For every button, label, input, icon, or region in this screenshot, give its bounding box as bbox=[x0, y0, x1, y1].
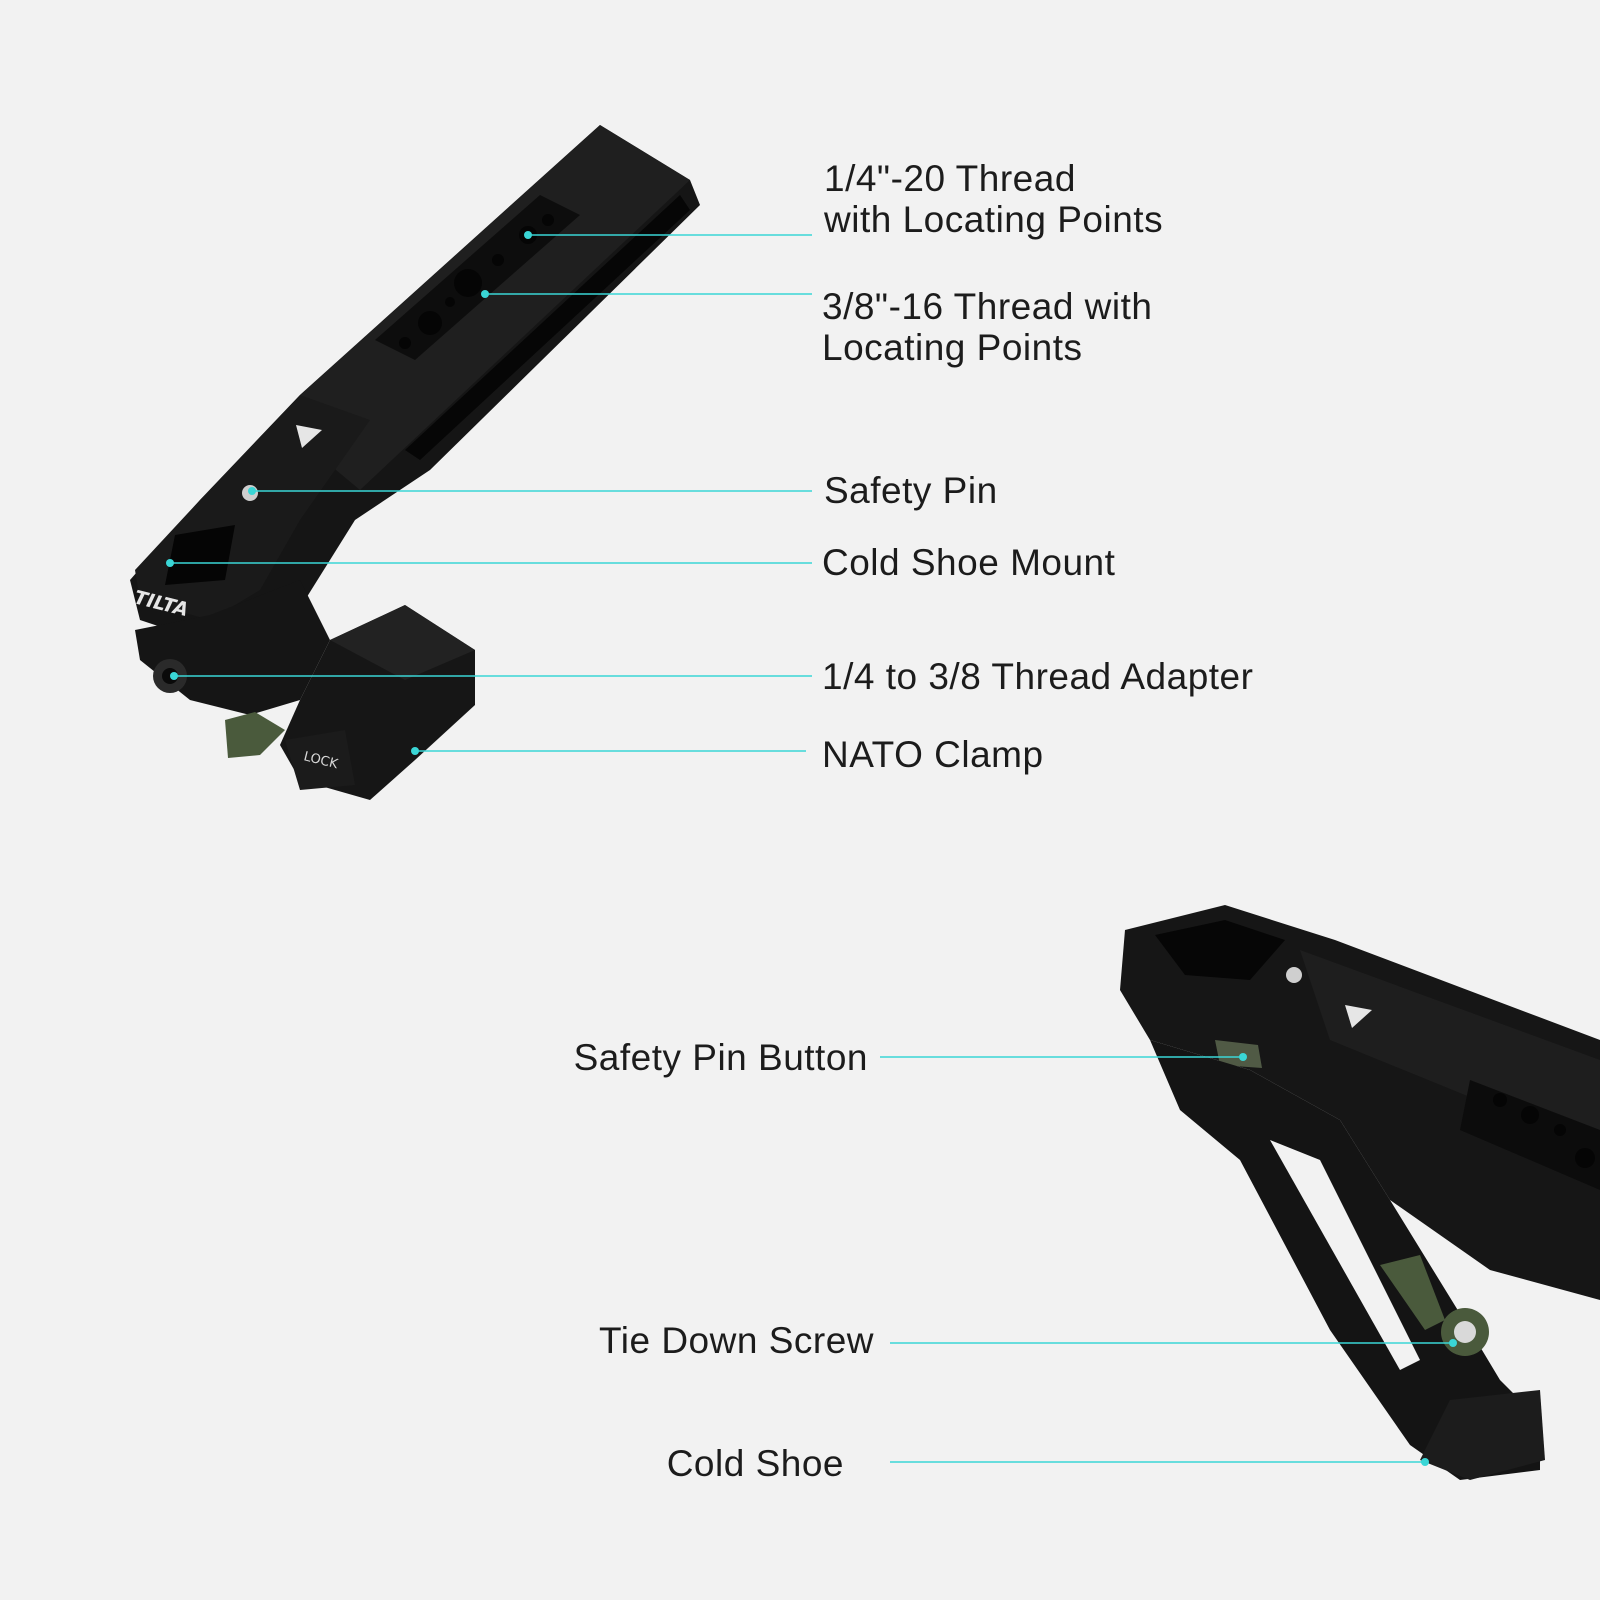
callout-nato-clamp: NATO Clamp bbox=[822, 734, 1044, 775]
callout-thread-38-line1: 3/8"-16 Thread with bbox=[822, 286, 1153, 327]
brand-triangle-logo-bottom bbox=[1345, 1005, 1372, 1028]
lock-plate bbox=[285, 730, 355, 790]
tie-down-lever bbox=[1380, 1255, 1445, 1330]
grip-slot bbox=[1270, 1140, 1420, 1370]
callout-thread-38-line2: Locating Points bbox=[822, 327, 1083, 368]
callout-cold-shoe: Cold Shoe bbox=[666, 1443, 844, 1484]
cold-shoe-base bbox=[1420, 1390, 1545, 1480]
callout-cold-shoe-mount: Cold Shoe Mount bbox=[822, 542, 1116, 583]
handle-bottom-bar bbox=[1300, 950, 1600, 1150]
safety-pin-top bbox=[1286, 967, 1302, 983]
callout-tie-down-screw: Tie Down Screw bbox=[599, 1320, 874, 1361]
callout-safety-pin-button: Safety Pin Button bbox=[573, 1037, 868, 1078]
nato-lever bbox=[225, 712, 285, 758]
callout-thread-14: 1/4"-20 Thread with Locating Points bbox=[824, 158, 1163, 240]
leader-lines bbox=[166, 231, 1457, 1466]
cold-shoe-opening-bottom bbox=[1155, 920, 1285, 980]
callout-thread-38: 3/8"-16 Thread with Locating Points bbox=[822, 286, 1152, 368]
brand-triangle-logo bbox=[296, 425, 322, 448]
callout-thread-14-line2: with Locating Points bbox=[824, 199, 1164, 240]
top-handle-illustration: TILTA LOCK bbox=[130, 125, 700, 800]
bottom-handle-illustration bbox=[1120, 905, 1600, 1480]
callout-thread-adapter: 1/4 to 3/8 Thread Adapter bbox=[822, 656, 1254, 697]
callout-thread-14-line1: 1/4"-20 Thread bbox=[824, 158, 1076, 199]
safety-pin-button bbox=[1215, 1040, 1262, 1068]
callout-safety-pin: Safety Pin bbox=[824, 470, 998, 511]
handle-top-face bbox=[300, 125, 690, 490]
handle-side-slot bbox=[405, 195, 690, 460]
cold-shoe-opening bbox=[165, 525, 235, 585]
handle-bottom-body bbox=[1120, 905, 1600, 1300]
